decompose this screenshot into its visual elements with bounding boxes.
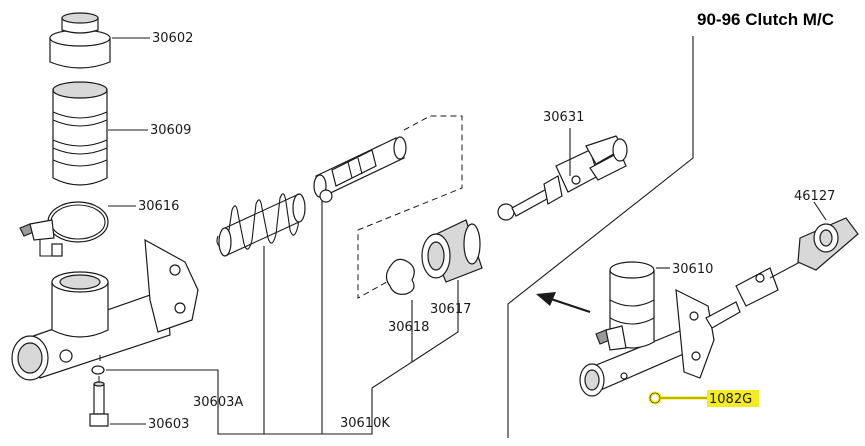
part-1082G-highlighted xyxy=(648,390,759,407)
section-divider xyxy=(507,36,694,438)
leader-30618-line xyxy=(371,300,413,389)
part-piston-assembly xyxy=(313,115,463,299)
label-30603: 30603 xyxy=(148,417,189,432)
part-30617-boot xyxy=(421,219,483,283)
arrow-icon xyxy=(536,292,591,314)
part-return-spring xyxy=(216,193,306,257)
label-30602: 30602 xyxy=(152,31,193,46)
part-30618-seal xyxy=(385,258,415,295)
part-30616-clamp xyxy=(19,201,109,257)
part-30603A-washer xyxy=(91,365,105,375)
label-30603A: 30603A xyxy=(193,395,243,410)
label-30631: 30631 xyxy=(543,110,584,125)
part-30631-pushrod-clevis xyxy=(497,135,628,221)
part-master-cylinder-body xyxy=(11,238,199,381)
label-30616: 30616 xyxy=(138,199,179,214)
part-30602-reservoir-cap xyxy=(49,12,111,69)
label-30617: 30617 xyxy=(430,302,471,317)
part-30603-bolt xyxy=(89,381,109,427)
label-30609: 30609 xyxy=(150,123,191,138)
label-46127: 46127 xyxy=(794,189,835,204)
label-30610: 30610 xyxy=(672,262,713,277)
leader-30617-line xyxy=(411,280,459,363)
label-1082G: 1082G xyxy=(709,392,752,407)
leader-30610K-bracket xyxy=(322,388,373,435)
part-right-master-cylinder xyxy=(579,217,859,397)
label-30610K: 30610K xyxy=(340,416,390,431)
label-30618: 30618 xyxy=(388,320,429,335)
diagram-title: 90-96 Clutch M/C xyxy=(697,10,834,29)
leader-30603A-bracket xyxy=(106,246,265,435)
part-30609-reservoir xyxy=(52,81,108,186)
leader-46127 xyxy=(813,201,827,221)
